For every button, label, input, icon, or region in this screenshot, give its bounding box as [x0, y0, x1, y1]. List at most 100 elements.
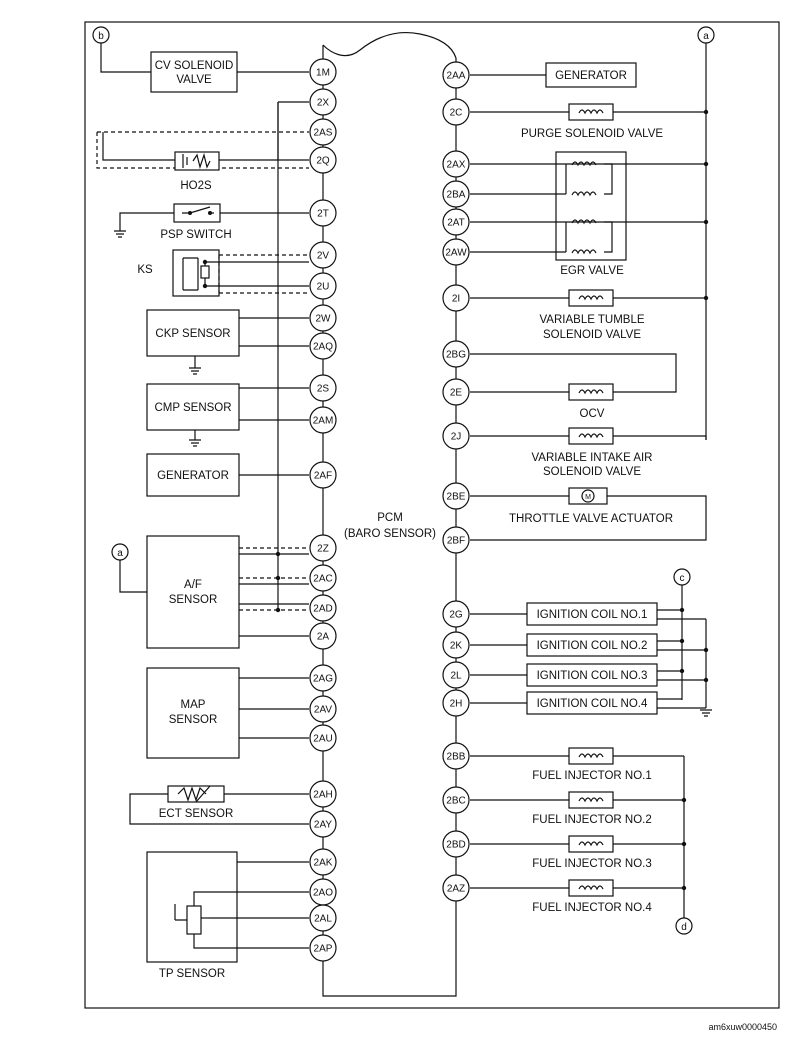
- ocv-label: OCV: [580, 408, 605, 420]
- connector-d-label: d: [681, 922, 687, 933]
- intake-label-2: SOLENOID VALVE: [543, 466, 641, 478]
- right-pin-label-2L: 2L: [450, 671, 462, 682]
- right-pin-label-2K: 2K: [450, 641, 463, 652]
- left-pin-label-2AY: 2AY: [314, 820, 332, 831]
- cv-solenoid-valve: [150, 51, 238, 93]
- right-pin-2C: [442, 98, 470, 126]
- ho2s-symbol: [182, 152, 211, 170]
- af-sensor-label-2: SENSOR: [169, 594, 218, 606]
- left-pin-label-2W: 2W: [316, 314, 332, 325]
- connector-d: [675, 917, 693, 935]
- right-pin-2BF: [442, 526, 470, 554]
- diagram-frame: [84, 21, 780, 1009]
- pcm-label-sub: (BARO SENSOR): [344, 528, 436, 540]
- purge-label: PURGE SOLENOID VALVE: [521, 128, 663, 140]
- left-pin-label-2AH: 2AH: [313, 790, 332, 801]
- inj3-label: FUEL INJECTOR NO.3: [532, 858, 652, 870]
- wire-2BG: [470, 353, 677, 393]
- ckp-ground-icon: [189, 356, 201, 375]
- wire-ckp: [239, 317, 309, 347]
- wire-af: [239, 553, 309, 637]
- right-pin-label-2C: 2C: [450, 108, 463, 119]
- left-pin-label-2AD: 2AD: [313, 604, 332, 615]
- left-pin-label-2S: 2S: [317, 384, 330, 395]
- wire-b: [100, 43, 151, 73]
- right-pin-2I: [442, 284, 470, 312]
- ckp-label: CKP SENSOR: [155, 328, 230, 340]
- map-sensor-label: MAP: [181, 699, 206, 711]
- right-pin-label-2AA: 2AA: [447, 71, 466, 82]
- right-pin-label-2BE: 2BE: [447, 492, 466, 503]
- right-pin-2AW: [442, 238, 470, 266]
- left-pin-label-2AM: 2AM: [313, 416, 334, 427]
- right-pin-2BB: [442, 742, 470, 770]
- connector-c-label: c: [680, 573, 685, 584]
- left-pin-2Q: [309, 146, 337, 174]
- wire-egr: [470, 163, 706, 253]
- wire-ign-power: [657, 609, 682, 700]
- left-pin-label-2AQ: 2AQ: [313, 342, 333, 353]
- right-pin-2AA: [442, 61, 470, 89]
- svg-text:M: M: [585, 494, 591, 501]
- left-pin-label-2A: 2A: [317, 632, 330, 643]
- generator-right-label: GENERATOR: [555, 70, 627, 82]
- left-pin-2AL: [309, 904, 337, 932]
- pcm-top-wave: [322, 31, 457, 59]
- ign2-label: IGNITION COIL NO.2: [537, 640, 648, 652]
- wire-throttle: [470, 495, 707, 541]
- right-pin-label-2BF: 2BF: [447, 536, 465, 547]
- connector-b-label: b: [98, 31, 104, 42]
- af-sensor: [146, 535, 240, 649]
- left-pin-label-2Z: 2Z: [317, 544, 329, 555]
- right-pin-label-2BD: 2BD: [446, 840, 465, 851]
- left-pin-label-2AC: 2AC: [313, 574, 332, 585]
- tumble-label-2: SOLENOID VALVE: [543, 329, 641, 341]
- cmp-label: CMP SENSOR: [154, 402, 231, 414]
- tumble-label: VARIABLE TUMBLE: [539, 314, 644, 326]
- right-pin-2J: [442, 422, 470, 450]
- image-reference: am6xuw0000450: [708, 1022, 777, 1032]
- inj4-label: FUEL INJECTOR NO.4: [532, 902, 652, 914]
- left-pin-group: 1M2X2AS2Q2T2V2U2W2AQ2S2AM2AF2Z2AC2AD2A2A…: [309, 58, 337, 962]
- left-pin-2AQ: [309, 332, 337, 360]
- left-pin-2A: [309, 622, 337, 650]
- right-pin-2H: [442, 689, 470, 717]
- af-shield: [239, 547, 309, 611]
- left-pin-label-2U: 2U: [317, 282, 330, 293]
- right-pin-group: 2AA2C2AX2BA2AT2AW2I2BG2E2J2BE2BF2G2K2L2H…: [442, 61, 470, 902]
- right-pin-label-2J: 2J: [451, 432, 462, 443]
- intake-label: VARIABLE INTAKE AIR: [531, 452, 652, 464]
- ect-symbol: [177, 785, 211, 803]
- right-pin-2BE: [442, 482, 470, 510]
- wire-ign-signal: [470, 613, 527, 704]
- map-sensor: [146, 667, 240, 759]
- psp-ground-icon: [114, 230, 126, 238]
- tp-sensor-label: TP SENSOR: [159, 968, 225, 980]
- egr-coils: [571, 161, 597, 255]
- wire-2X-shield: [277, 101, 309, 612]
- egr-label: EGR VALVE: [560, 265, 624, 277]
- egr-valve: [555, 151, 627, 261]
- left-pin-label-2AK: 2AK: [314, 858, 333, 869]
- pcm-bottom: [322, 902, 457, 997]
- left-pin-2AF: [309, 461, 337, 489]
- wire-2AY: [129, 793, 309, 825]
- right-pin-label-2I: 2I: [452, 294, 460, 305]
- knock-sensor: [172, 249, 220, 297]
- right-pin-2K: [442, 631, 470, 659]
- throttle-label: THROTTLE VALVE ACTUATOR: [509, 513, 673, 525]
- connector-a-right-label: a: [703, 31, 709, 42]
- left-pin-label-2AU: 2AU: [313, 734, 332, 745]
- ect-sensor-label: ECT SENSOR: [159, 808, 234, 820]
- left-pin-2AC: [309, 564, 337, 592]
- wire-ign-ground: [657, 618, 707, 709]
- left-pin-2AY: [309, 810, 337, 838]
- right-pin-2L: [442, 661, 470, 689]
- wire-2J: [470, 435, 707, 440]
- ckp-sensor: [146, 309, 240, 357]
- right-pin-2E: [442, 378, 470, 406]
- left-pin-1M: [309, 58, 337, 86]
- left-pin-2AS: [309, 118, 337, 146]
- right-pin-label-2BA: 2BA: [447, 190, 466, 201]
